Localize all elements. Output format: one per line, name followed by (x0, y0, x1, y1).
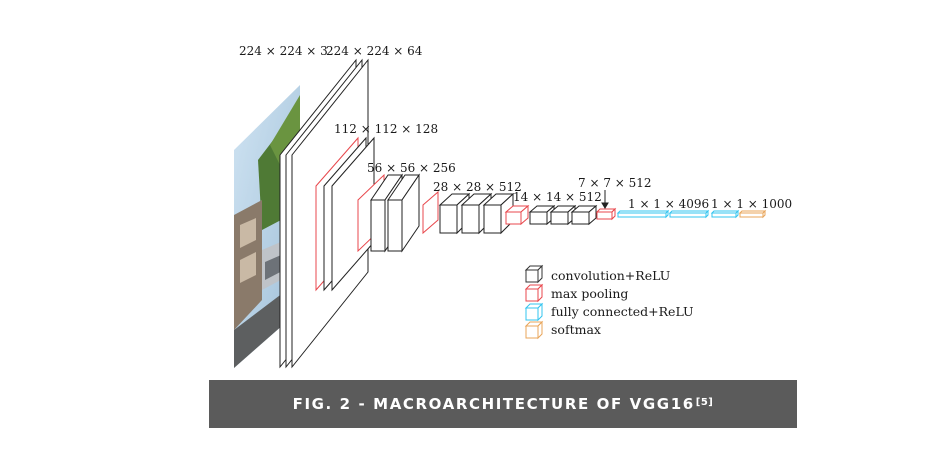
pool3-sheet (422, 190, 439, 235)
label-conv2: 112 × 112 × 128 (334, 122, 438, 136)
legend-conv-icon (524, 264, 544, 284)
figure-caption: FIG. 2 - MACROARCHITECTURE OF VGG16[5] (209, 380, 797, 428)
label-pool5: 7 × 7 × 512 (578, 176, 652, 190)
pool5-arrow (601, 190, 609, 209)
fc-layers (616, 209, 740, 219)
conv5-block (504, 204, 598, 226)
legend-softmax-label: softmax (551, 322, 601, 337)
caption-text: FIG. 2 - MACROARCHITECTURE OF VGG16 (292, 395, 695, 413)
legend-conv-label: convolution+ReLU (551, 268, 670, 283)
legend-fc-icon (524, 302, 544, 322)
label-conv5: 14 × 14 × 512 (513, 190, 602, 204)
legend-fc-label: fully connected+ReLU (551, 304, 694, 319)
legend-softmax-icon (524, 320, 544, 340)
legend-pool-label: max pooling (551, 286, 628, 301)
label-fc: 1 × 1 × 4096 (628, 197, 709, 211)
pool5-block (595, 207, 617, 221)
conv4-block (422, 190, 515, 235)
label-conv3: 56 × 56 × 256 (367, 161, 456, 175)
conv2-block (315, 136, 375, 292)
label-conv4: 28 × 28 × 512 (433, 180, 522, 194)
label-conv1: 224 × 224 × 64 (326, 44, 423, 58)
softmax-layer (738, 209, 767, 219)
caption-reference[interactable]: [5] (695, 396, 714, 408)
label-input: 224 × 224 × 3 (239, 44, 328, 58)
conv3-block (357, 173, 420, 253)
legend-pool-icon (524, 283, 544, 303)
legend: convolution+ReLU max pooling fully conne… (524, 264, 694, 340)
label-softmax: 1 × 1 × 1000 (711, 197, 792, 211)
